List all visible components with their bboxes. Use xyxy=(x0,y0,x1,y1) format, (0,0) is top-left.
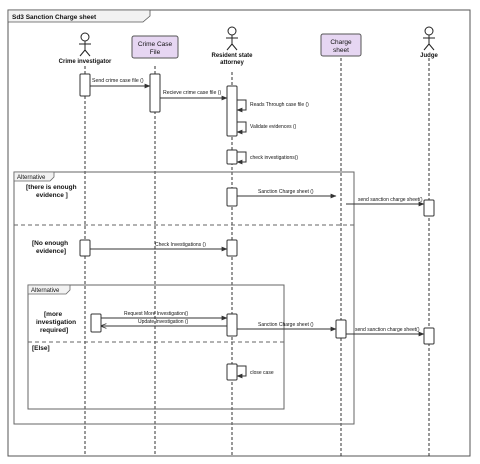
charge-sheet-label-line1: Charge xyxy=(330,39,352,46)
activation-rsa-4 xyxy=(226,239,238,257)
message-update-inv-label: Update Investigation () xyxy=(138,319,189,325)
outer-guard1-line2: evidence ] xyxy=(36,192,68,199)
activation-ci-1 xyxy=(79,73,91,97)
message-check-inv-label: check investigations() xyxy=(250,155,298,161)
crime-case-file-label-line2: File xyxy=(150,49,161,56)
activation-ci-2 xyxy=(79,239,91,257)
frame-title: Sd3 Sanction Charge sheet xyxy=(12,14,97,21)
activation-judge-2 xyxy=(423,327,435,345)
message-send-judge1-label: send sanction charge sheet() xyxy=(358,197,423,203)
message-validate-arrow xyxy=(236,121,247,135)
message-close-case-arrow xyxy=(236,365,247,379)
resident-state-attorney-label-line2: attorney xyxy=(220,60,244,66)
inner-guard2: [Else] xyxy=(32,345,50,352)
resident-state-attorney-label-line1: Resident state xyxy=(211,53,253,59)
diagram-frame xyxy=(7,9,471,457)
fragment-inner-tab xyxy=(27,284,71,295)
frame-title-tab xyxy=(7,9,151,23)
message-reads-label: Reads Through case file () xyxy=(250,102,309,108)
message-receive-case-label: Recieve crime case file () xyxy=(163,90,222,96)
actor-crime-investigator-icon xyxy=(79,32,91,57)
crime-case-file-label-line1: Crime Case xyxy=(138,41,173,48)
lifeline-box-charge-sheet xyxy=(320,33,362,57)
activation-rsa-3 xyxy=(226,187,238,207)
activation-ccf-1 xyxy=(149,73,161,113)
message-sanction1-label: Sanction Charge sheet () xyxy=(258,189,314,195)
fragment-outer-label: Alternative xyxy=(17,175,46,181)
message-send-case-label: Send crime case file () xyxy=(92,78,144,84)
message-check-inv2-label: Check Investigations () xyxy=(155,242,206,248)
activation-rsa-6 xyxy=(226,363,238,381)
outer-guard2-line1: [No enough xyxy=(32,240,68,247)
actor-judge-label: Judge xyxy=(420,53,438,59)
fragment-outer-tab xyxy=(13,171,55,182)
inner-guard1-line3: required] xyxy=(40,327,68,334)
fragment-alternative-outer xyxy=(13,171,355,425)
outer-guard2-line2: evidence] xyxy=(36,248,66,255)
actor-judge-icon xyxy=(423,26,435,51)
message-send-judge2-label: send sanction charge sheet() xyxy=(355,327,420,333)
activation-ci-3 xyxy=(90,313,102,333)
activation-rsa-2 xyxy=(226,149,238,165)
activation-rsa-5 xyxy=(226,313,238,337)
message-validate-label: Validate evidences () xyxy=(250,124,297,130)
actor-crime-investigator-label: Crime investigator xyxy=(59,59,112,65)
actor-resident-state-attorney-icon xyxy=(226,26,238,51)
fragment-inner-label: Alternative xyxy=(31,288,60,294)
outer-guard1-line1: [there is enough xyxy=(26,184,77,191)
activation-cs-1 xyxy=(335,319,347,339)
charge-sheet-label-line2: sheet xyxy=(333,47,349,54)
activation-judge-1 xyxy=(423,199,435,217)
activation-rsa-1 xyxy=(226,85,238,137)
lifeline-box-crime-case-file xyxy=(131,35,179,59)
message-reads-arrow xyxy=(236,99,247,113)
message-sanction2-label: Sanction Charge sheet () xyxy=(258,322,314,328)
inner-guard1-line1: [more xyxy=(44,311,62,318)
message-check-inv-arrow xyxy=(236,151,247,165)
inner-guard1-line2: investigation xyxy=(36,319,76,326)
message-request-more-label: Request More Investigation() xyxy=(124,311,189,317)
fragment-alternative-inner xyxy=(27,284,285,410)
message-close-case-label: close case xyxy=(250,370,274,376)
